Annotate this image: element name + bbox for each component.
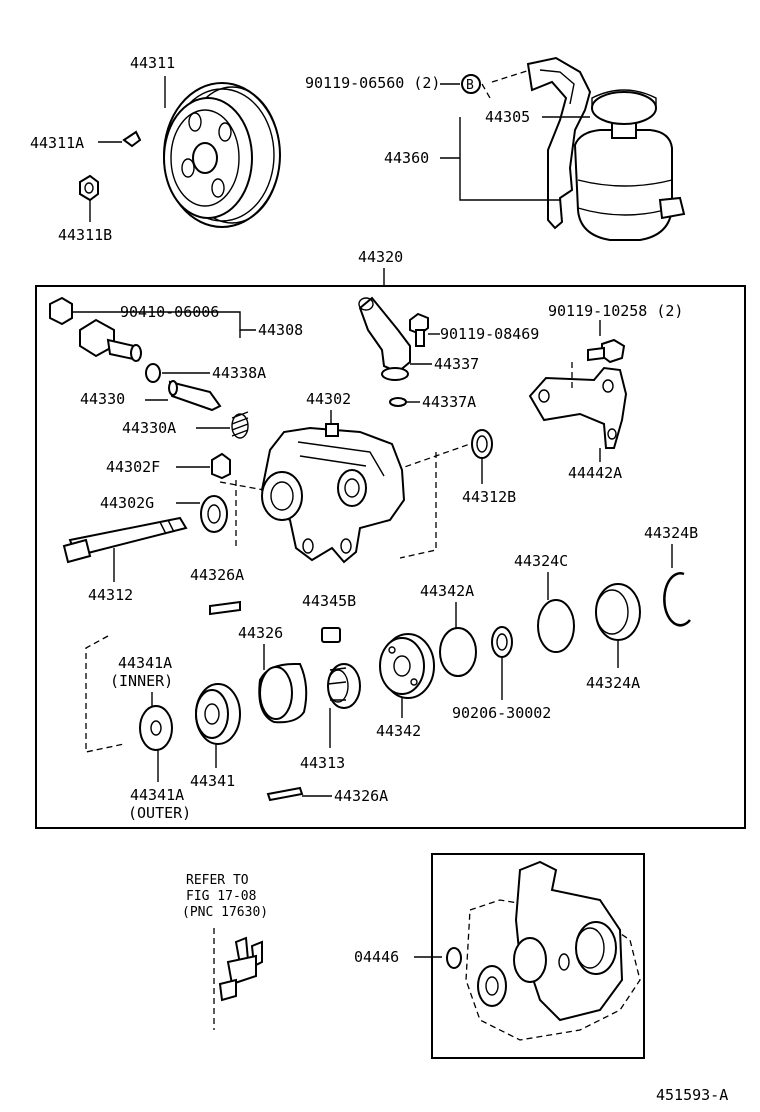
washer-44341a[interactable] <box>139 705 173 751</box>
label-44324c: 44324C <box>514 552 568 570</box>
label-44326a-bottom: 44326A <box>334 787 388 805</box>
label-44302g: 44302G <box>100 494 154 512</box>
gasket-kit-frame <box>431 853 645 1059</box>
label-outer: (OUTER) <box>128 804 191 822</box>
label-44308: 44308 <box>258 321 303 339</box>
snap-ring-44324b[interactable] <box>663 572 691 627</box>
pump-body-44302[interactable] <box>260 423 406 564</box>
label-44311: 44311 <box>130 54 175 72</box>
o-ring-44338a[interactable] <box>145 363 161 383</box>
pulley-44311[interactable] <box>163 82 281 228</box>
label-44302f: 44302F <box>106 458 160 476</box>
assembly-44320-frame <box>35 285 746 829</box>
shaft-44312[interactable] <box>62 516 188 564</box>
label-04446: 04446 <box>354 948 399 966</box>
pin-44326a-top[interactable] <box>209 600 241 616</box>
nut-44311b[interactable] <box>79 174 99 202</box>
label-44342a: 44342A <box>420 582 474 600</box>
pipe-44337[interactable] <box>358 296 411 381</box>
o-ring-44324c[interactable] <box>537 599 575 653</box>
plate-44342[interactable] <box>379 633 435 699</box>
diagram-id: 451593-A <box>656 1086 728 1104</box>
label-44311a: 44311A <box>30 134 84 152</box>
label-44305: 44305 <box>485 108 530 126</box>
label-90119-06560: 90119-06560 (2) <box>305 74 440 92</box>
label-44338a: 44338A <box>212 364 266 382</box>
label-44320: 44320 <box>358 248 403 266</box>
label-44337: 44337 <box>434 355 479 373</box>
plug-90410-06006[interactable] <box>49 296 73 326</box>
valve-44330[interactable] <box>168 380 222 412</box>
o-ring-44342a[interactable] <box>439 627 477 677</box>
o-ring-44337a[interactable] <box>389 397 407 407</box>
label-44326: 44326 <box>238 624 283 642</box>
key-44311a[interactable] <box>122 130 142 148</box>
pin-44326a-bottom[interactable] <box>266 786 304 802</box>
gasket-kit-04446[interactable] <box>446 860 641 1041</box>
cover-44324a[interactable] <box>595 583 641 641</box>
label-44442a: 44442A <box>568 464 622 482</box>
label-44312b: 44312B <box>462 488 516 506</box>
plate-90206-30002[interactable] <box>491 626 513 658</box>
bracket-44442a[interactable] <box>528 366 628 449</box>
label-44302: 44302 <box>306 390 351 408</box>
label-44324b: 44324B <box>644 524 698 542</box>
label-44345b: 44345B <box>302 592 356 610</box>
label-90206-30002: 90206-30002 <box>452 704 551 722</box>
bolt-90119-08469[interactable] <box>409 312 429 347</box>
label-90410-06006: 90410-06006 <box>120 303 219 321</box>
bolt-90119-10258[interactable] <box>587 338 626 364</box>
union-44308[interactable] <box>79 318 142 362</box>
vane-44345b[interactable] <box>321 627 341 643</box>
switch-17630[interactable] <box>218 936 263 1002</box>
label-44360: 44360 <box>384 149 429 167</box>
label-44324a: 44324A <box>586 674 640 692</box>
label-44341: 44341 <box>190 772 235 790</box>
label-44313: 44313 <box>300 754 345 772</box>
label-44312: 44312 <box>88 586 133 604</box>
refer-line-3: (PNC 17630) <box>182 905 268 920</box>
reservoir-44360[interactable] <box>573 89 686 241</box>
label-44342: 44342 <box>376 722 421 740</box>
cam-ring-44326[interactable] <box>258 663 308 724</box>
reference-b-circle <box>461 74 481 94</box>
refer-line-2: FIG 17-08 <box>186 889 256 904</box>
label-90119-08469: 90119-08469 <box>440 325 539 343</box>
label-44341a-outer: 44341A <box>130 786 184 804</box>
seal-44302g[interactable] <box>200 495 228 533</box>
label-44337a: 44337A <box>422 393 476 411</box>
label-44330: 44330 <box>80 390 125 408</box>
spring-44330a[interactable] <box>231 411 249 439</box>
housing-44341[interactable] <box>195 683 241 745</box>
label-90119-10258: 90119-10258 (2) <box>548 302 683 320</box>
reservoir-bracket[interactable] <box>526 56 592 230</box>
label-circle-b: B <box>466 78 474 93</box>
fitting-44302f[interactable] <box>211 452 231 480</box>
rotor-44313[interactable] <box>327 663 361 709</box>
label-inner: (INNER) <box>110 672 173 690</box>
seal-44312b[interactable] <box>471 429 493 459</box>
label-44341a-inner: 44341A <box>118 654 172 672</box>
label-44330a: 44330A <box>122 419 176 437</box>
refer-line-1: REFER TO <box>186 873 249 888</box>
label-44326a-top: 44326A <box>190 566 244 584</box>
label-44311b: 44311B <box>58 226 112 244</box>
